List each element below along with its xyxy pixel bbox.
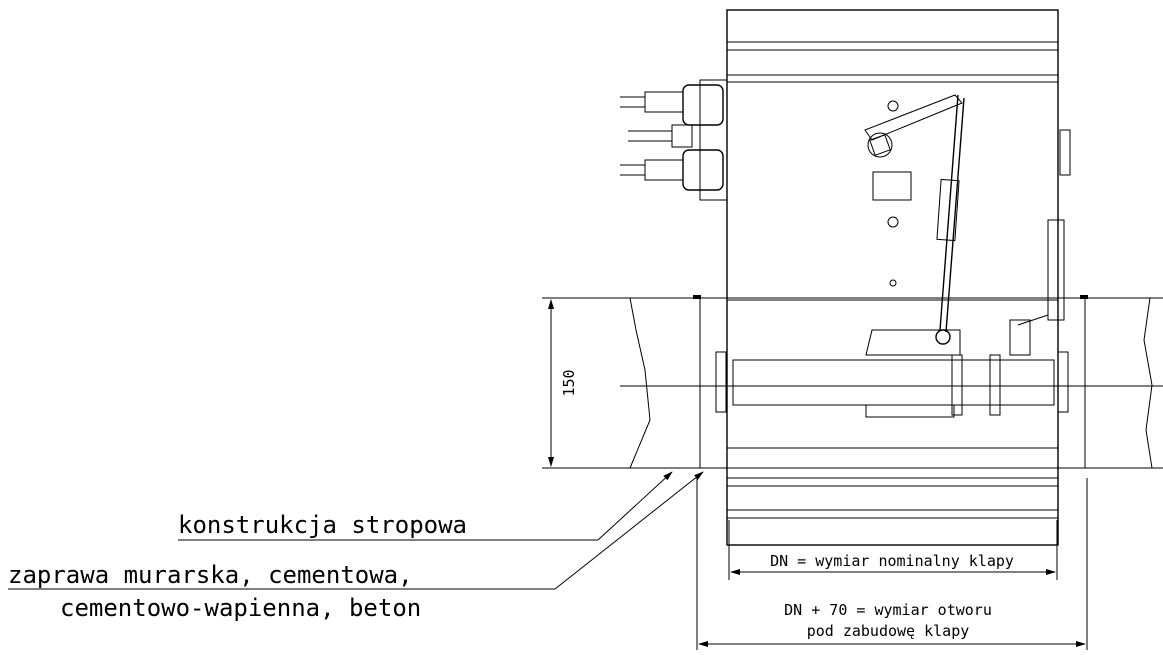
dn-opening-dimension: DN + 70 = wymiar otworu pod zabudowę kla… xyxy=(696,478,1088,650)
height-dimension-label: 150 xyxy=(560,369,578,396)
mortar-label-line1: zaprawa murarska, cementowa, xyxy=(8,561,413,589)
cable-connectors xyxy=(620,79,728,201)
annotations: konstrukcja stropowa zaprawa murarska, c… xyxy=(8,511,467,622)
actuator-mechanism xyxy=(864,94,1071,418)
height-dimension: 150 xyxy=(542,297,630,469)
dn-nominal-label: DN = wymiar nominalny klapy xyxy=(770,552,1014,570)
mortar-label-line2: cementowo-wapienna, beton xyxy=(60,594,421,622)
dn-opening-label-line1: DN + 70 = wymiar otworu xyxy=(784,601,992,619)
leader-lines xyxy=(8,471,704,590)
ceiling-structure xyxy=(605,297,1163,469)
damper-body xyxy=(620,9,1163,546)
ceiling-structure-label: konstrukcja stropowa xyxy=(178,511,467,539)
dn-opening-label-line2: pod zabudowę klapy xyxy=(807,622,970,640)
dn-nominal-dimension: DN = wymiar nominalny klapy xyxy=(728,520,1058,580)
